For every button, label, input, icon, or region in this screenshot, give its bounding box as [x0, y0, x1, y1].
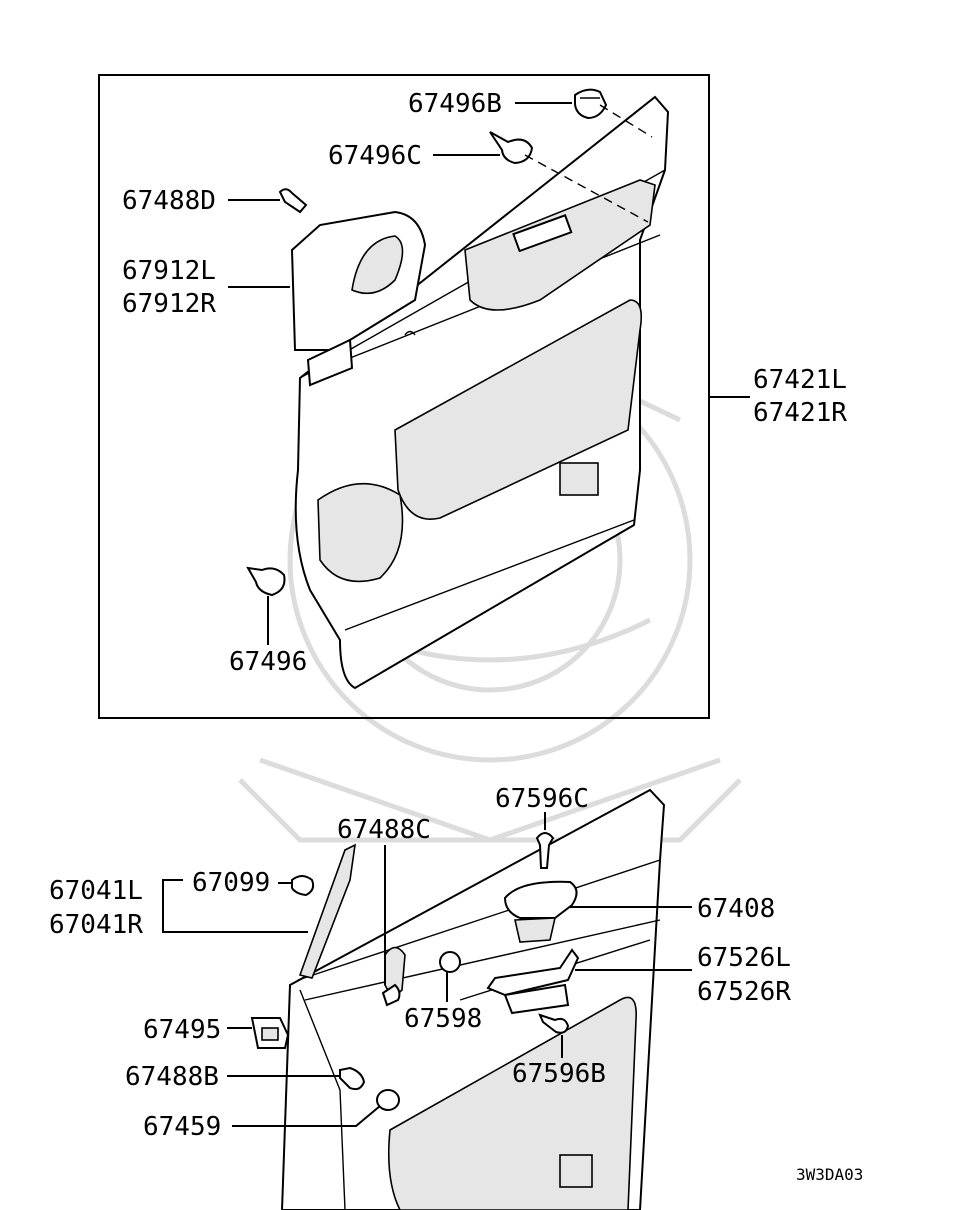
label-67912R: 67912R	[122, 289, 216, 319]
label-67459: 67459	[143, 1112, 221, 1142]
label-67041L: 67041L	[49, 876, 143, 906]
alignment-line-a	[599, 104, 653, 138]
plug-67459	[376, 1089, 400, 1111]
label-67488B: 67488B	[125, 1062, 219, 1092]
clip-67496B	[574, 88, 608, 120]
weather-strip	[298, 843, 357, 979]
label-67495: 67495	[143, 1015, 221, 1045]
cap-67598	[439, 951, 461, 973]
label-67408: 67408	[697, 894, 775, 924]
label-67912L: 67912L	[122, 256, 216, 286]
screw-67596C	[535, 832, 555, 869]
screw-67488C	[381, 983, 401, 1007]
label-67099: 67099	[192, 868, 270, 898]
label-67041R: 67041R	[49, 910, 143, 940]
screw-67488B	[339, 1066, 366, 1091]
label-67488D: 67488D	[122, 186, 216, 216]
bracket-67526	[486, 948, 580, 1015]
label-67526L: 67526L	[697, 943, 791, 973]
label-67526R: 67526R	[697, 977, 791, 1007]
door-trim-panel-upper	[294, 95, 670, 690]
label-67598: 67598	[404, 1004, 482, 1034]
clip-67495	[250, 1017, 290, 1049]
clip-67496C	[489, 131, 534, 165]
label-67596B: 67596B	[512, 1059, 606, 1089]
label-67496: 67496	[229, 647, 307, 677]
label-67421L: 67421L	[753, 365, 847, 395]
label-67596C: 67596C	[495, 784, 589, 814]
figure-code: 3W3DA03	[796, 1165, 863, 1184]
label-67496C: 67496C	[328, 141, 422, 171]
clip-67496	[246, 566, 286, 597]
screw-67488D	[278, 188, 308, 214]
label-67488C: 67488C	[337, 815, 431, 845]
door-trim-panel-lower	[280, 788, 666, 1210]
corner-trim-piece	[290, 210, 427, 387]
alignment-line-b	[524, 154, 649, 223]
grab-handle-67408	[503, 880, 578, 943]
clip-67099	[291, 875, 315, 897]
label-67496B: 67496B	[408, 89, 502, 119]
label-67421R: 67421R	[753, 398, 847, 428]
screw-67596B	[538, 1013, 570, 1034]
